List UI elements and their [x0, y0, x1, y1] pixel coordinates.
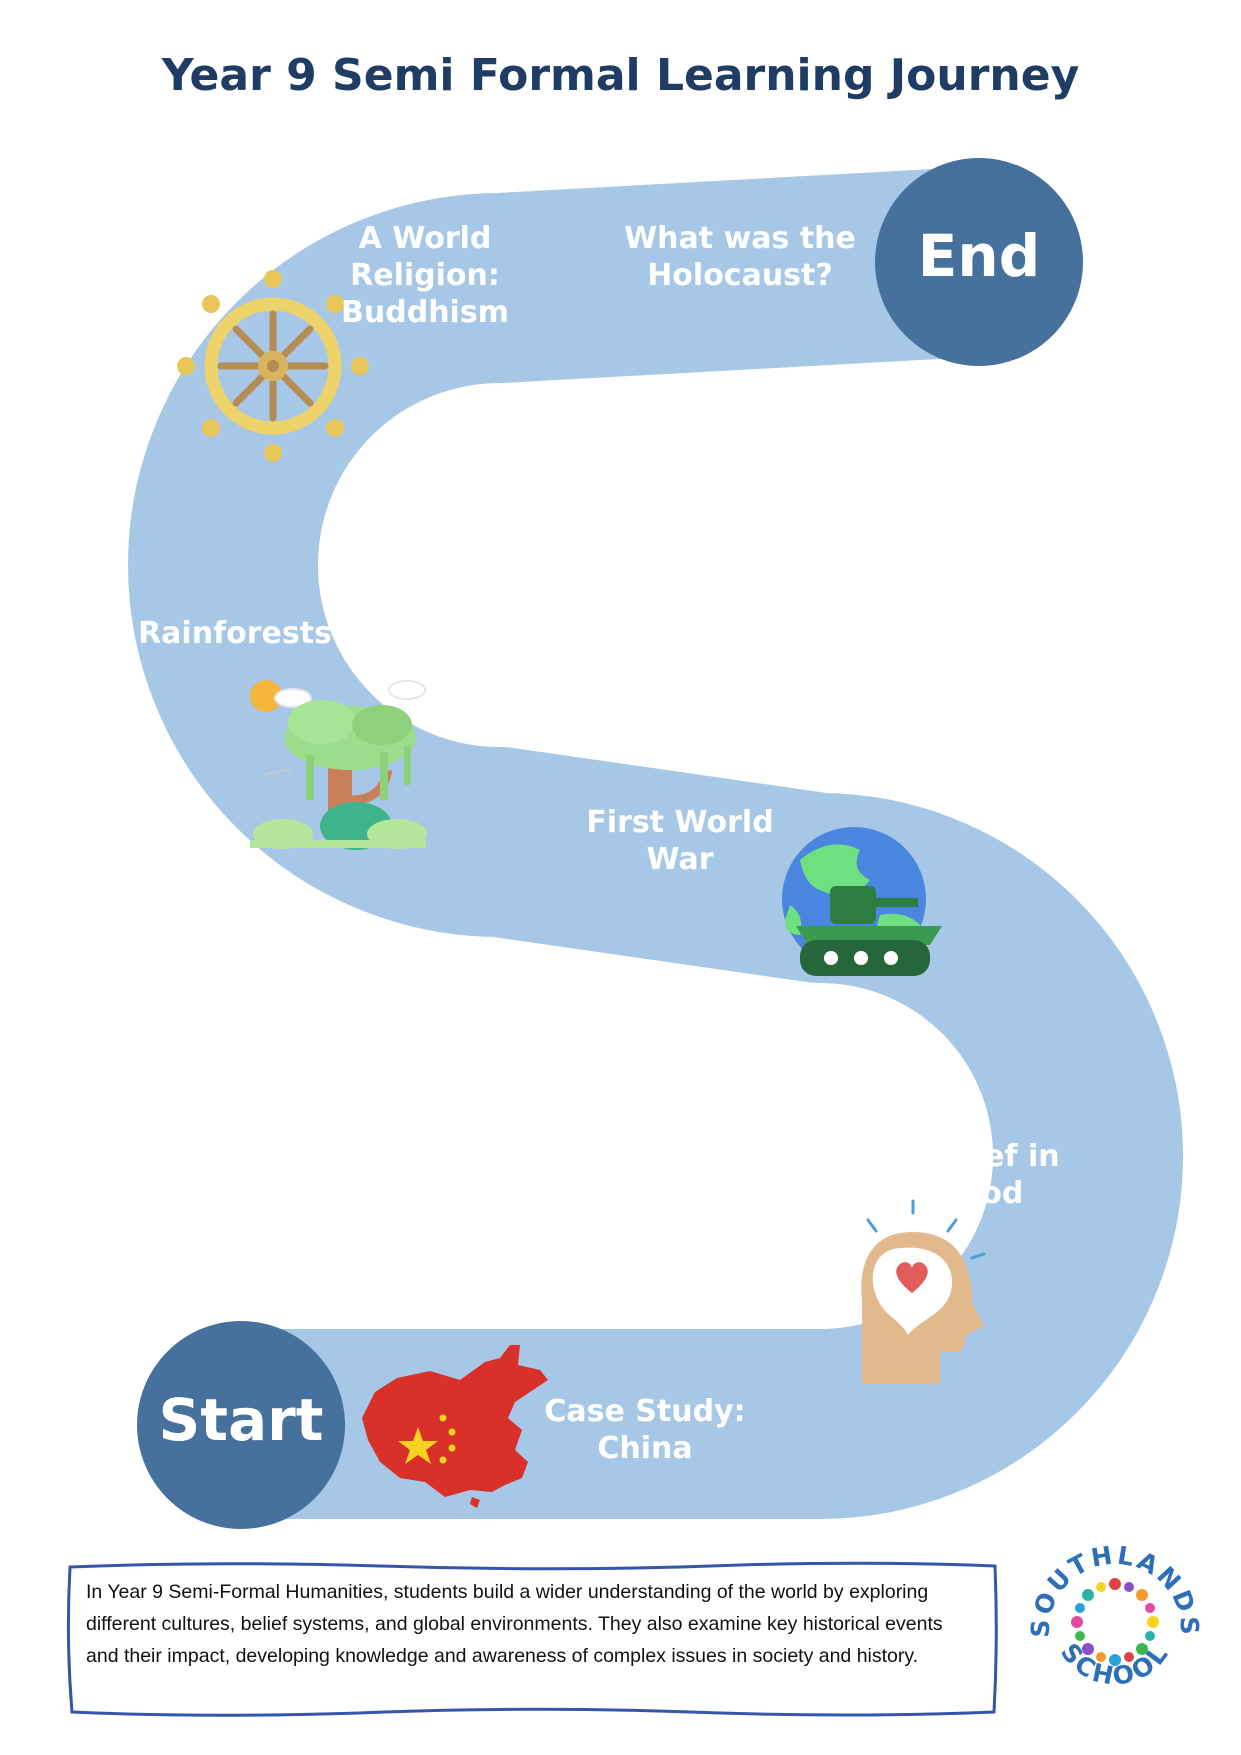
china-map-icon [362, 1345, 548, 1508]
stage-label-belief-in-god: Belief in God [920, 1139, 1060, 1211]
summary-border [66, 1561, 998, 1717]
end-circle [875, 158, 1083, 366]
head-heart-icon [861, 1199, 986, 1384]
summary-text: In Year 9 Semi-Formal Humanities, studen… [86, 1581, 943, 1667]
stage-label-rainforests: Rainforests [138, 616, 332, 651]
dharma-wheel-icon [177, 270, 369, 462]
journey-path [128, 166, 1183, 1519]
stage-label-china: Case Study: China [544, 1394, 746, 1466]
stage-label-first-world-war: First World War [586, 805, 774, 877]
school-logo-icon: SOUTHLANDS SCHOOL [1026, 1540, 1202, 1691]
rainforest-tree-icon [250, 680, 427, 850]
end-label: End [917, 222, 1041, 290]
page-title: Year 9 Semi Formal Learning Journey [161, 50, 1080, 101]
start-label: Start [158, 1386, 324, 1454]
globe-tank-icon [782, 827, 942, 976]
stage-label-holocaust: What was the Holocaust? [624, 221, 856, 293]
start-circle [137, 1321, 345, 1529]
stage-label-buddhism: A World Religion: Buddhism [341, 221, 509, 330]
